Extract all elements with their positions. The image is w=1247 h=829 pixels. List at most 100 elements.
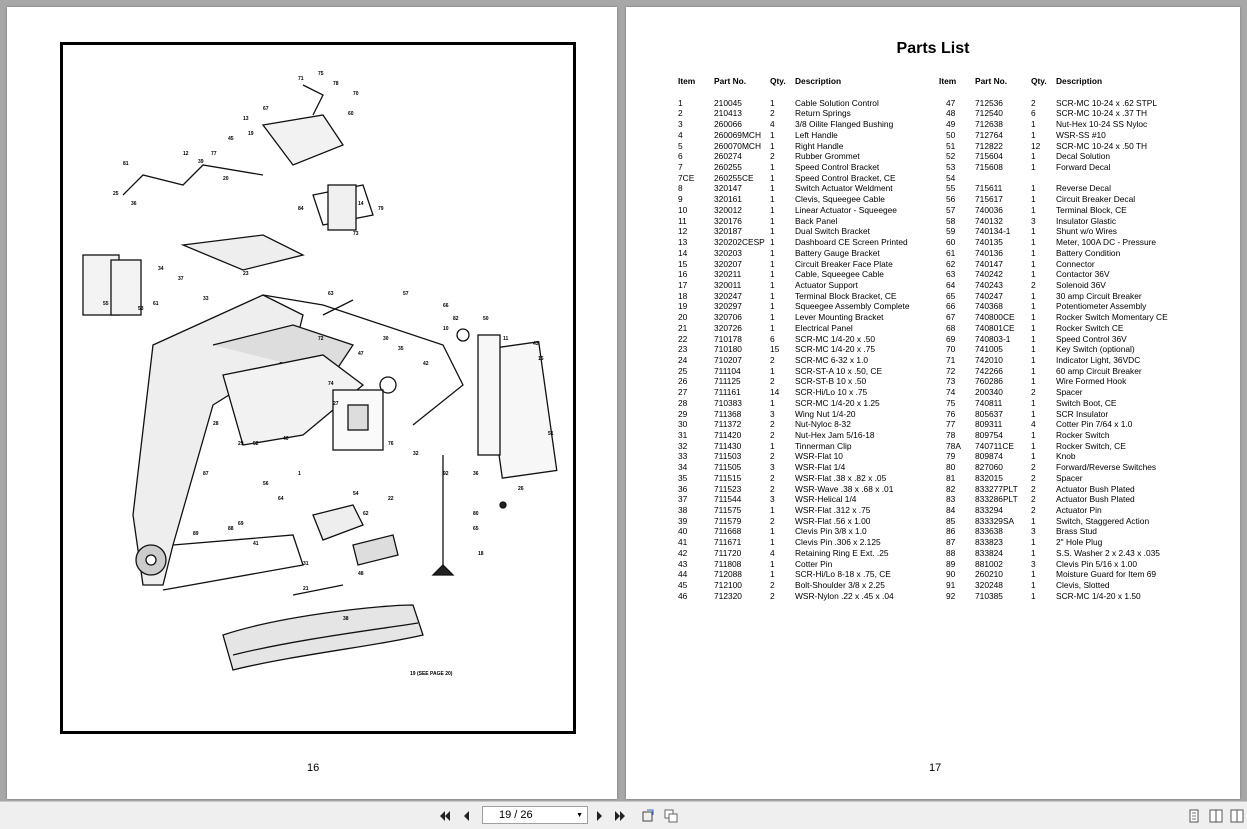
description: Cable Solution Control: [795, 97, 879, 108]
description: Reverse Decal: [1056, 183, 1111, 194]
part-number: 210045: [714, 97, 742, 108]
item-number: 4: [678, 129, 683, 140]
part-number: 833294: [975, 505, 1003, 516]
quantity: 1: [1031, 590, 1036, 601]
quantity: 3: [770, 494, 775, 505]
description: SCR-MC 1/4-20 x 1.25: [795, 397, 880, 408]
description: Clevis Pin 3/8 x 1.0: [795, 526, 867, 537]
callout-number: 29: [238, 441, 244, 447]
part-number: 711368: [714, 408, 742, 419]
first-page-icon[interactable]: [437, 808, 453, 824]
part-number: 712822: [975, 140, 1003, 151]
callout-number: 19: [248, 131, 254, 137]
description: Speed Control Bracket, CE: [795, 172, 896, 183]
item-number: 46: [678, 590, 688, 601]
callout-number: 79: [378, 206, 384, 212]
last-page-icon[interactable]: [612, 808, 628, 824]
callout-number: 25: [113, 191, 119, 197]
part-number: 740811: [975, 397, 1003, 408]
item-number: 34: [678, 462, 688, 473]
page-number-right: 17: [929, 762, 942, 774]
part-number: 260066: [714, 119, 742, 130]
description: SCR-MC 6-32 x 1.0: [795, 354, 869, 365]
item-number: 17: [678, 279, 688, 290]
callout-number: 31: [303, 561, 309, 567]
part-number: 712540: [975, 108, 1003, 119]
part-number: 740247: [975, 290, 1003, 301]
quantity: 6: [770, 333, 775, 344]
single-page-icon[interactable]: [1186, 808, 1202, 824]
quantity: 1: [770, 290, 775, 301]
quantity: 2: [770, 376, 775, 387]
item-number: 77: [946, 419, 956, 430]
description: Cable, Squeegee Cable: [795, 269, 884, 280]
quantity: 1: [1031, 569, 1036, 580]
two-page-icon[interactable]: [1208, 808, 1224, 824]
description: SCR-MC 10-24 x .50 TH: [1056, 140, 1148, 151]
quantity: 1: [770, 247, 775, 258]
next-page-icon[interactable]: [592, 808, 608, 824]
quantity: 1: [770, 237, 775, 248]
description: Rocker Switch CE: [1056, 322, 1124, 333]
callout-number: 22: [388, 496, 394, 502]
part-number: 260255CE: [714, 172, 754, 183]
item-number: 33: [678, 451, 688, 462]
item-number: 57: [946, 204, 956, 215]
description: Insulator Glastic: [1056, 215, 1117, 226]
rotate-icon[interactable]: [640, 808, 656, 824]
description: S.S. Washer 2 x 2.43 x .035: [1056, 547, 1160, 558]
part-number: 741005: [975, 344, 1003, 355]
part-number: 260274: [714, 151, 742, 162]
quantity: 4: [770, 119, 775, 130]
copy-icon[interactable]: [663, 808, 679, 824]
quantity: 1: [770, 558, 775, 569]
quantity: 1: [770, 312, 775, 323]
book-icon[interactable]: [1229, 808, 1245, 824]
quantity: 2: [1031, 483, 1036, 494]
quantity: 1: [1031, 119, 1036, 130]
part-number: 710207: [714, 354, 742, 365]
page-number-select[interactable]: 19 / 26 ▼: [482, 806, 588, 824]
item-number: 31: [678, 430, 688, 440]
callout-number: 42: [423, 361, 429, 367]
part-number: 320207: [714, 258, 742, 269]
quantity: 1: [770, 397, 775, 408]
item-number: 66: [946, 301, 956, 312]
quantity: 1: [770, 440, 775, 451]
description: Circuit Breaker Decal: [1056, 194, 1136, 205]
description: Spacer: [1056, 387, 1083, 398]
part-number: 711523: [714, 483, 742, 494]
item-number: 86: [946, 526, 956, 537]
part-number: 711575: [714, 505, 742, 516]
part-number: 711579: [714, 515, 742, 526]
item-number: 78: [946, 430, 956, 440]
callout-number: 57: [403, 291, 409, 297]
description: Battery Condition: [1056, 247, 1121, 258]
callout-number: 69: [238, 521, 244, 527]
quantity: 1: [1031, 204, 1036, 215]
part-number: 320176: [714, 215, 742, 226]
quantity: 1: [1031, 397, 1036, 408]
prev-page-icon[interactable]: [458, 808, 474, 824]
callout-number: 39: [198, 159, 204, 165]
item-number: 7: [678, 162, 683, 173]
table-header: Item Part No. Qty. Description: [678, 76, 842, 86]
item-number: 61: [946, 247, 956, 258]
quantity: 2: [770, 151, 775, 162]
part-number: 712764: [975, 129, 1003, 140]
item-number: 22: [678, 333, 688, 344]
